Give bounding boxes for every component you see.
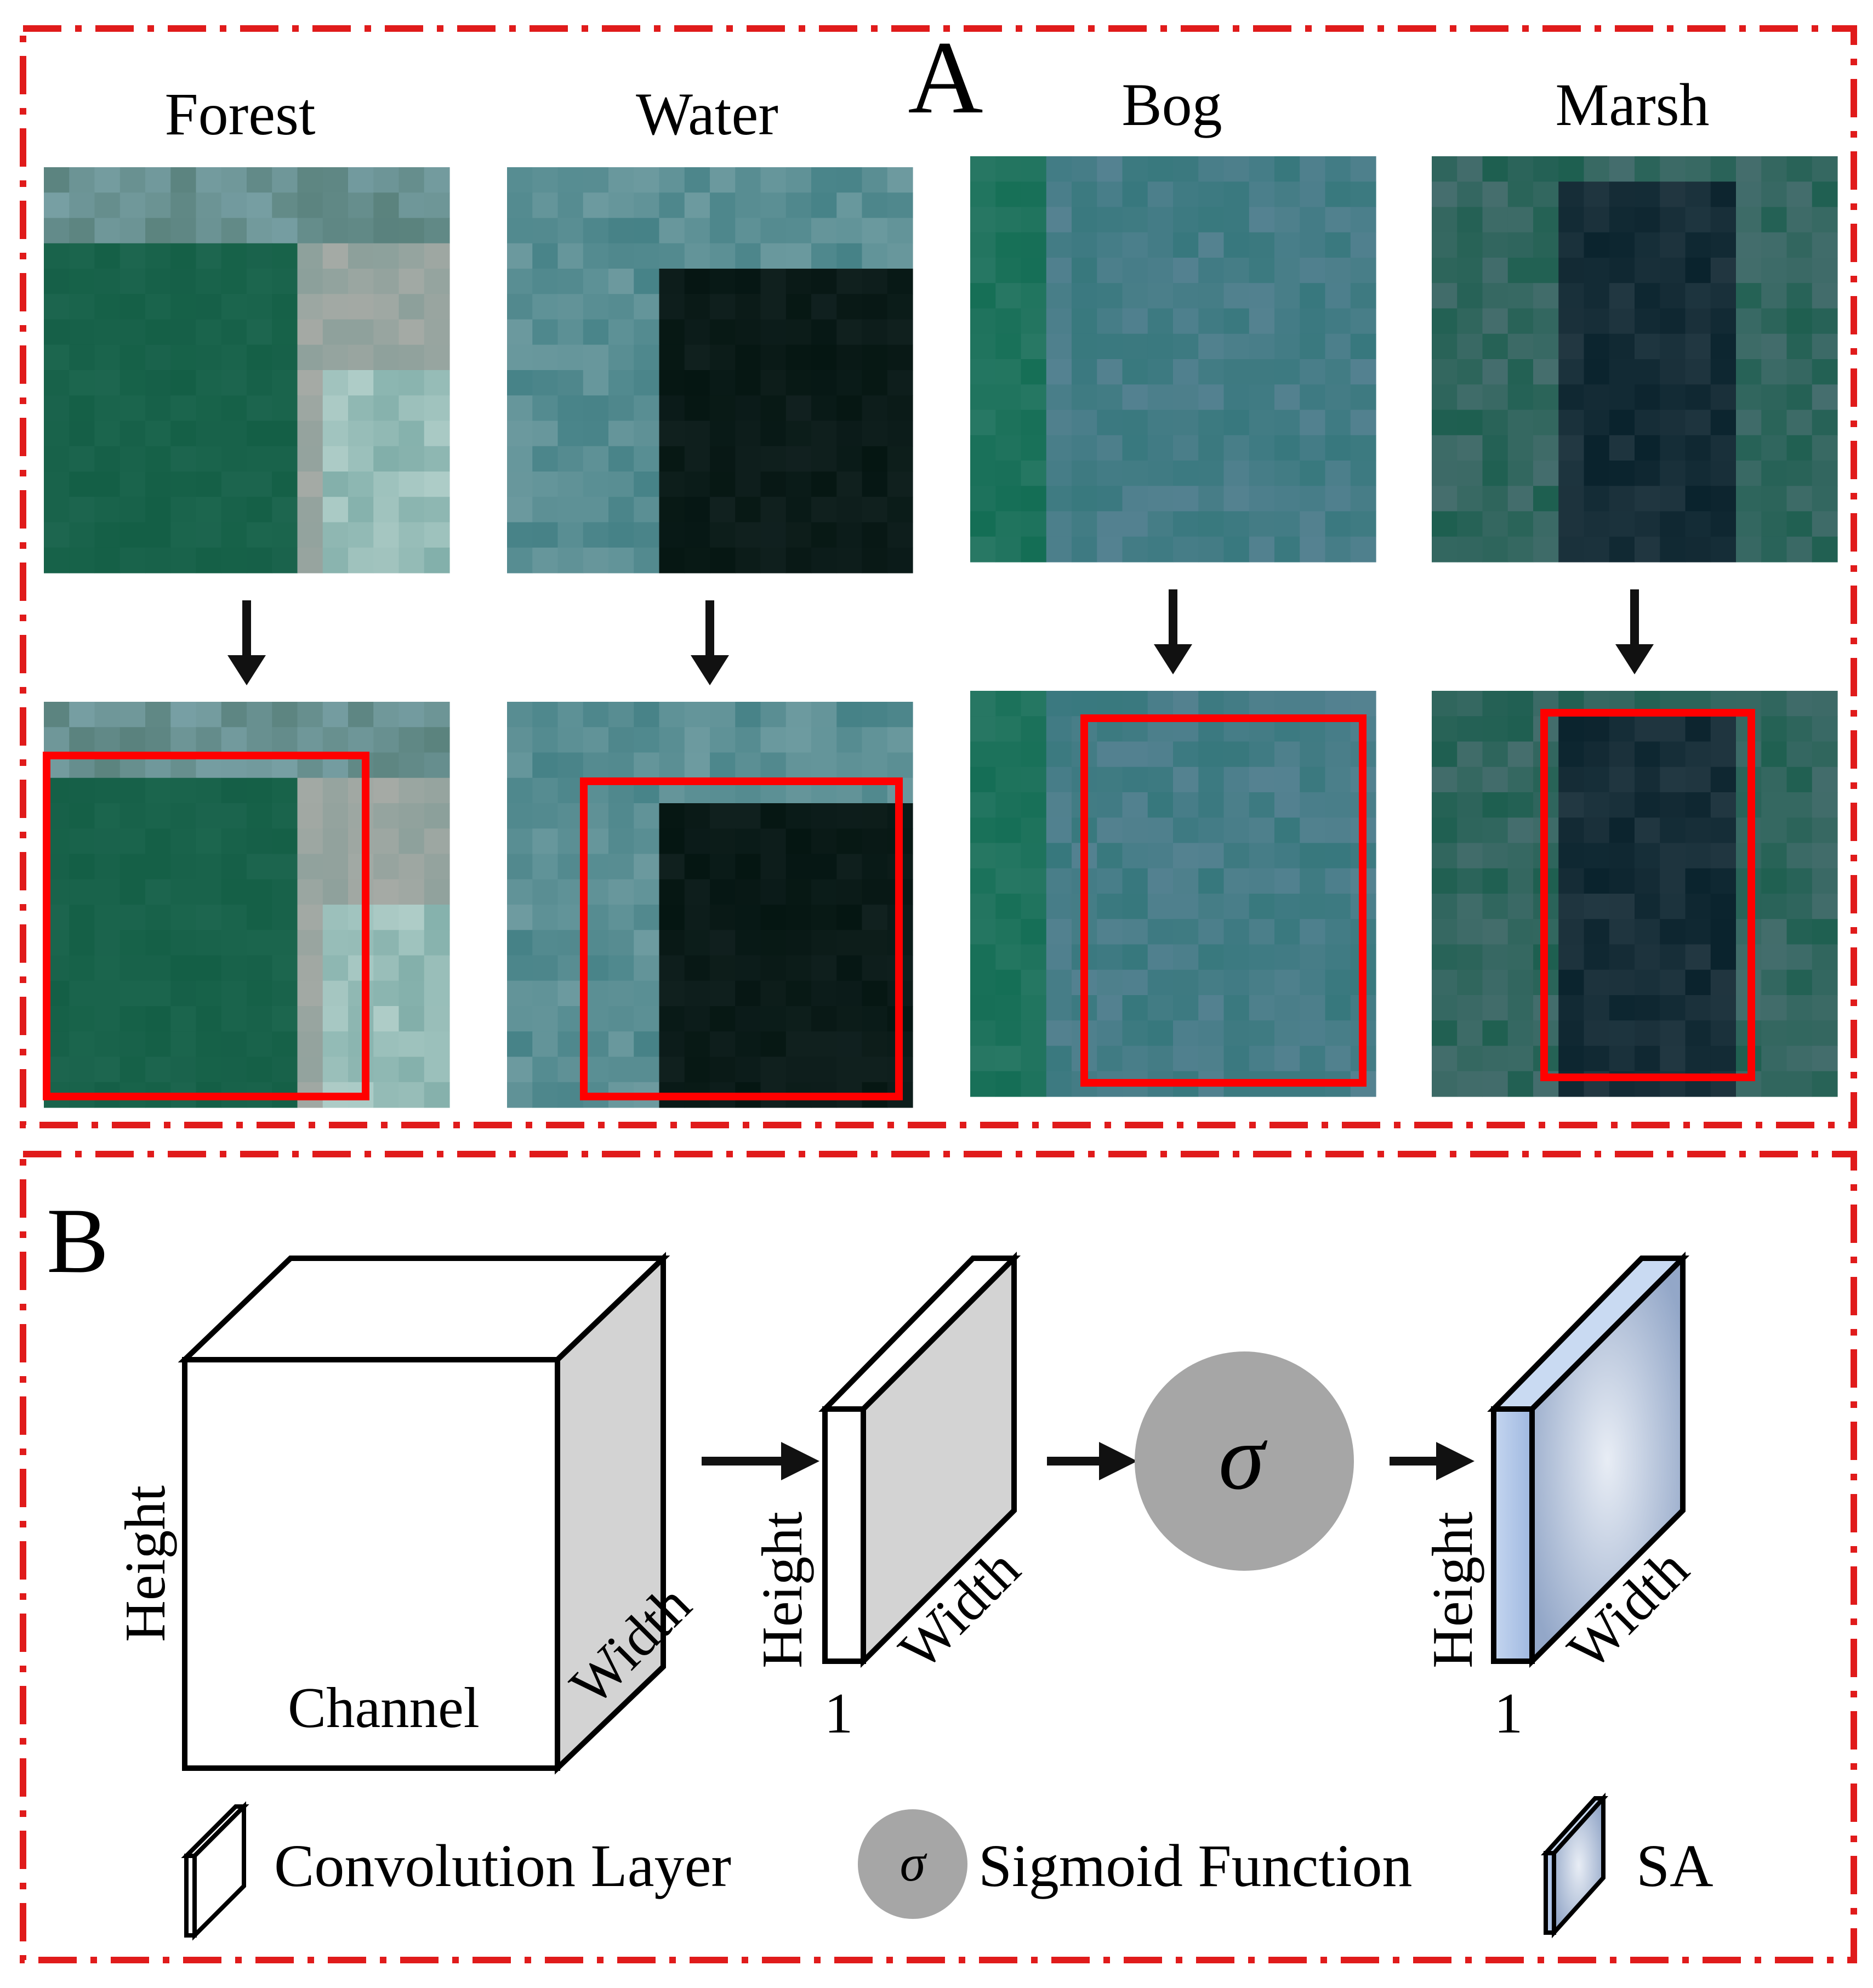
water-input-patch [507, 167, 913, 573]
conv-output-block [818, 1251, 1021, 1668]
patch-grids [44, 156, 1838, 1108]
down-arrow-forest-head [227, 655, 266, 685]
marsh-attention-patch [1432, 691, 1838, 1097]
column-title-forest: Forest [165, 81, 316, 147]
forest-input-patch [44, 167, 450, 573]
sigmoid-node [1135, 1351, 1354, 1571]
attention-box-forest [43, 752, 369, 1100]
sa-height-label: Height [1420, 1512, 1484, 1668]
sa-icon [1541, 1792, 1608, 1939]
input-channel-label: Channel [288, 1675, 480, 1740]
convolution-layer-icon [181, 1801, 249, 1941]
legend-sigmoid-label: Sigmoid Function [978, 1832, 1412, 1899]
down-arrow-water-head [691, 655, 729, 685]
sa-depth-label: 1 [1494, 1681, 1523, 1745]
attention-box-bog [1080, 714, 1367, 1087]
sa-output-block [1487, 1251, 1690, 1668]
flow-arrow-3-head [1436, 1442, 1475, 1480]
input-height-label: Height [113, 1485, 177, 1642]
bog-attention-patch [970, 691, 1376, 1097]
legend: Convolution Layer σ Sigmoid Function SA [181, 1792, 1713, 1941]
column-title-marsh: Marsh [1555, 71, 1709, 138]
panel-b-label: B [47, 1189, 109, 1292]
column-title-bog: Bog [1121, 71, 1222, 138]
conv-height-label: Height [750, 1512, 814, 1668]
water-attention-patch [507, 702, 913, 1108]
legend-sa-label: SA [1636, 1832, 1713, 1899]
sigmoid-icon [858, 1809, 967, 1919]
panel-a-label: A [908, 20, 983, 135]
legend-convolution-label: Convolution Layer [274, 1832, 731, 1899]
sigmoid-symbol: σ [1219, 1406, 1268, 1509]
down-arrow-marsh-head [1615, 644, 1654, 674]
down-arrows [227, 589, 1654, 685]
flow-arrow-2-head [1099, 1442, 1137, 1480]
attention-boxes [43, 709, 1755, 1100]
panel-b-frame [20, 1151, 1857, 1963]
flow-arrow-1-head [781, 1442, 819, 1480]
attention-box-marsh [1540, 709, 1755, 1081]
attention-box-water [580, 777, 903, 1100]
conv-depth-label: 1 [824, 1681, 853, 1745]
bog-input-patch [970, 156, 1376, 563]
panel-a-frame [20, 25, 1857, 1128]
column-title-water: Water [636, 81, 778, 147]
marsh-input-patch [1432, 156, 1838, 563]
input-feature-block [178, 1252, 670, 1775]
forest-attention-patch [44, 702, 450, 1108]
legend-sigmoid-symbol: σ [900, 1834, 927, 1892]
down-arrow-bog-head [1154, 644, 1192, 674]
